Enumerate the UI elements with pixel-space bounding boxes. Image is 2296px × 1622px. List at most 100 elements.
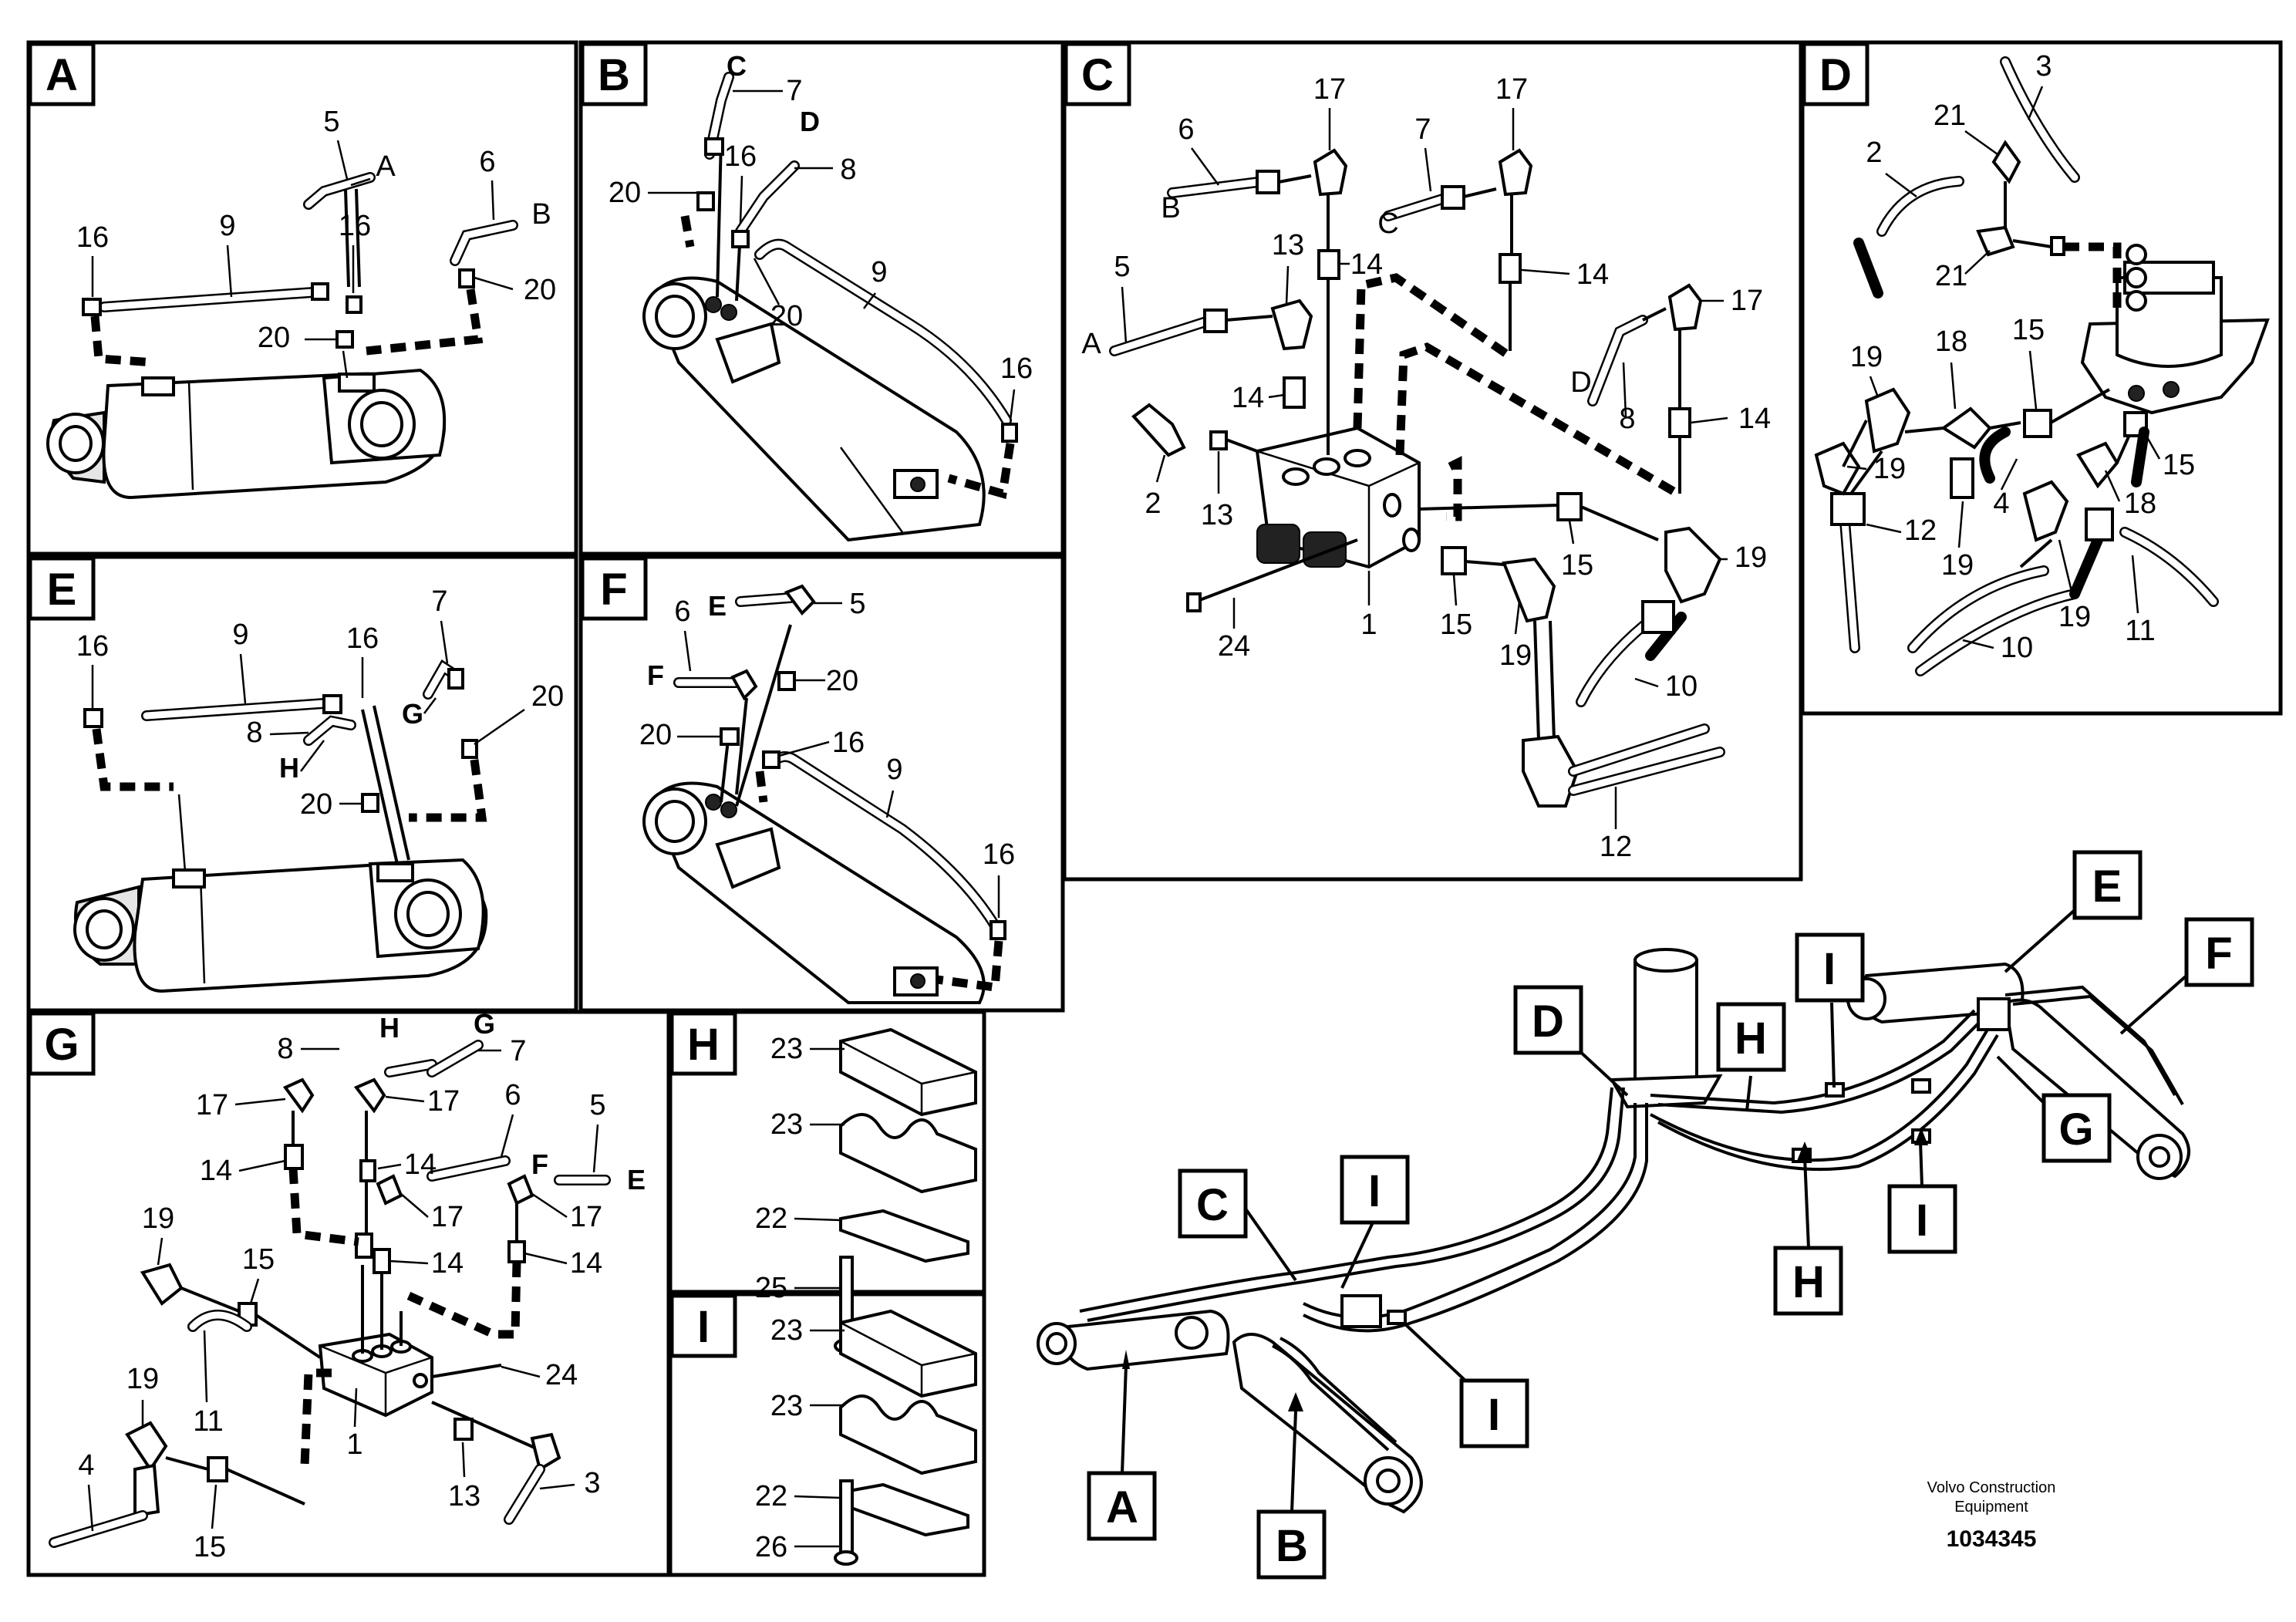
callout: 26 bbox=[755, 1531, 787, 1563]
callout: 4 bbox=[78, 1449, 94, 1482]
callout: 16 bbox=[346, 622, 379, 655]
callout: 25 bbox=[755, 1272, 787, 1304]
panel-i-drawing bbox=[834, 1309, 977, 1566]
callout: G bbox=[402, 698, 423, 730]
callout: 16 bbox=[983, 838, 1015, 871]
callout: 18 bbox=[2124, 487, 2156, 520]
callout: 17 bbox=[570, 1201, 602, 1233]
callout: 23 bbox=[770, 1314, 803, 1347]
tag-i-1: I bbox=[1823, 944, 1836, 994]
footer-company-line2: Equipment bbox=[1954, 1499, 2028, 1516]
panel-d-letter: D bbox=[1819, 50, 1852, 100]
callout: 17 bbox=[431, 1201, 464, 1233]
callout: 20 bbox=[531, 680, 564, 713]
callout: H bbox=[379, 1012, 400, 1044]
callout: 19 bbox=[2058, 601, 2091, 633]
callout: 5 bbox=[849, 588, 865, 620]
panel-c-callouts: 6 B 17 7 C 17 13 14 14 5 A 17 D 8 14 14 … bbox=[1081, 73, 1771, 863]
panel-f-letter: F bbox=[600, 565, 627, 615]
tag-h-2: H bbox=[1792, 1257, 1825, 1307]
callout: 13 bbox=[448, 1480, 480, 1512]
callout: 4 bbox=[1993, 487, 2009, 520]
panel-h-frame bbox=[668, 1010, 986, 1294]
callout: 16 bbox=[1000, 352, 1033, 385]
callout: 22 bbox=[755, 1202, 787, 1235]
callout: 7 bbox=[786, 75, 802, 107]
callout: 7 bbox=[510, 1035, 526, 1067]
callout: A bbox=[1081, 328, 1101, 360]
callout: C bbox=[727, 50, 747, 82]
panel-i-callouts: 23 23 22 26 bbox=[755, 1314, 845, 1563]
panel-i-frame bbox=[668, 1292, 986, 1577]
callout: 6 bbox=[504, 1079, 521, 1111]
callout: 21 bbox=[1934, 99, 1966, 132]
panel-c-frame bbox=[1062, 40, 1803, 882]
callout: H bbox=[279, 752, 299, 784]
callout: 5 bbox=[589, 1089, 605, 1121]
callout: 1 bbox=[1360, 609, 1377, 641]
panel-h-letter: H bbox=[687, 1020, 720, 1070]
panel-d-drawing bbox=[1814, 56, 2270, 676]
callout: 20 bbox=[300, 788, 332, 821]
callout: B bbox=[531, 198, 551, 231]
tag-c: C bbox=[1196, 1180, 1229, 1230]
callout: 20 bbox=[524, 274, 556, 306]
tag-f: F bbox=[2205, 929, 2232, 979]
callout: 19 bbox=[1850, 341, 1883, 373]
footer-company-line1: Volvo Construction bbox=[1927, 1479, 2056, 1496]
panel-d-frame bbox=[1800, 40, 2283, 716]
callout: 15 bbox=[2163, 449, 2195, 481]
callout: 15 bbox=[242, 1243, 275, 1276]
callout: 16 bbox=[76, 221, 109, 254]
callout: 12 bbox=[1904, 514, 1937, 547]
callout: 20 bbox=[258, 322, 290, 354]
callout: C bbox=[1377, 207, 1398, 240]
callout: F bbox=[647, 659, 664, 691]
tag-a: A bbox=[1106, 1482, 1138, 1533]
panel-e-letter: E bbox=[47, 565, 77, 615]
callout: 3 bbox=[2035, 50, 2052, 83]
callout: E bbox=[708, 590, 727, 622]
panel-f-callouts: 6 E 5 F 20 20 16 9 16 bbox=[639, 588, 1015, 918]
panel-b-drawing bbox=[642, 72, 1018, 542]
callout: 17 bbox=[1313, 73, 1346, 106]
callout: 6 bbox=[674, 595, 690, 628]
callout: 17 bbox=[196, 1089, 228, 1121]
tag-i-3: I bbox=[1368, 1166, 1381, 1216]
callout: 19 bbox=[142, 1202, 174, 1235]
callout: D bbox=[800, 106, 820, 137]
tag-e: E bbox=[2092, 862, 2122, 912]
panel-e-callouts: 7 9 16 16 8 H G 20 20 bbox=[76, 585, 564, 821]
panel-f-drawing bbox=[642, 584, 1006, 1004]
callout: 14 bbox=[200, 1155, 232, 1187]
panel-g-drawing bbox=[49, 1040, 611, 1548]
callout: 23 bbox=[770, 1390, 803, 1422]
callout: 14 bbox=[1232, 382, 1264, 414]
callout: D bbox=[1570, 366, 1591, 399]
callout: 8 bbox=[840, 153, 856, 186]
panel-i-letter: I bbox=[697, 1302, 710, 1352]
callout: 9 bbox=[871, 256, 887, 288]
panel-c-drawing bbox=[1109, 148, 1725, 808]
callout: E bbox=[627, 1164, 646, 1195]
panel-h-drawing bbox=[834, 1027, 977, 1354]
tag-h-1: H bbox=[1735, 1013, 1767, 1064]
callout: 10 bbox=[2001, 632, 2033, 664]
callout: 5 bbox=[1114, 251, 1130, 283]
callout: 14 bbox=[570, 1247, 602, 1280]
footer-doc-number: 1034345 bbox=[1947, 1526, 2037, 1552]
panel-a-drawing bbox=[46, 172, 518, 500]
callout: 16 bbox=[76, 630, 109, 663]
panel-b-callouts: C 7 D 8 20 16 20 9 16 bbox=[609, 50, 1033, 421]
callout: 9 bbox=[219, 210, 235, 242]
callout: 16 bbox=[339, 210, 371, 242]
callout: 8 bbox=[277, 1033, 293, 1065]
panel-g-callouts: 8 H G 7 17 17 6 5 14 14 F E 17 17 19 15 … bbox=[78, 1008, 646, 1563]
callout: 14 bbox=[404, 1148, 437, 1181]
panel-c-letter: C bbox=[1081, 50, 1114, 100]
callout: 6 bbox=[479, 146, 495, 178]
callout: 8 bbox=[1619, 403, 1635, 435]
callout: 20 bbox=[609, 177, 641, 209]
callout: 15 bbox=[2012, 314, 2045, 346]
